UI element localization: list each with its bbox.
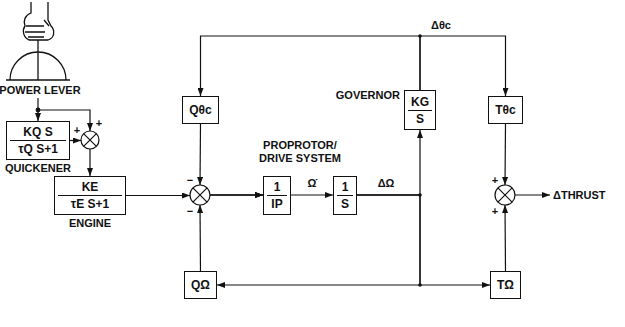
block-text: 1 (274, 180, 281, 194)
block-text: Qθc (189, 103, 212, 117)
junction-cross (193, 188, 207, 202)
transfer-function-box: KQ SτQ S+1QUICKENER (6, 121, 70, 160)
sign-mark: + (74, 124, 80, 137)
signal-connector (200, 195, 263, 271)
signal-line (504, 205, 506, 271)
connector-segment (210, 194, 263, 195)
signal-connector (70, 141, 90, 177)
block-text: KE (82, 180, 99, 194)
branch-dot (418, 283, 422, 287)
output-line (515, 194, 550, 195)
lever-arc (10, 52, 66, 80)
connector-segment (210, 194, 263, 195)
sign-mark: + (492, 205, 498, 218)
block-text: QΩ (191, 278, 210, 292)
output-signal-name: ΔTHRUST (553, 189, 606, 202)
block-name: QUICKENER (5, 162, 71, 174)
branch-dot (418, 34, 422, 38)
hand-outline (23, 2, 53, 40)
connector-segment (126, 195, 190, 196)
signal-connector (217, 195, 420, 285)
connector-segment (89, 149, 90, 176)
sign-mark: + (492, 174, 498, 187)
junction-cross (84, 134, 97, 147)
branch-dot (36, 108, 40, 112)
lever-base (6, 79, 70, 81)
branch-dot (418, 193, 422, 197)
connector-segment (357, 195, 490, 285)
fraction-bar (58, 195, 122, 196)
block-name: ENGINE (69, 217, 111, 229)
junction-cross (498, 188, 512, 202)
integrator-box: 1S (333, 176, 357, 215)
signal-connector (201, 36, 421, 96)
summing-junction (190, 185, 210, 205)
block-text: TΩ (497, 278, 514, 292)
block-text: τE S+1 (71, 197, 109, 211)
signal-name: ΔΩ (378, 177, 395, 190)
sign-mark: + (96, 117, 102, 130)
junction-circle (495, 185, 515, 205)
signal-connector (420, 36, 506, 96)
connector-segment (70, 140, 81, 141)
gain-box: Tθc (488, 96, 523, 124)
junction-circle (190, 185, 210, 205)
block-text: S (341, 197, 349, 211)
gain-box: TΩ (490, 271, 521, 299)
block-group-label: PROPROTOR/ DRIVE SYSTEM (248, 139, 352, 165)
lever-stick (37, 40, 38, 80)
connector-segment (291, 194, 333, 195)
transfer-function-box: 1IP (263, 176, 291, 215)
summing-junction (81, 131, 99, 149)
block-text: Tθc (495, 103, 516, 117)
signal-line (504, 124, 506, 185)
power-lever-figure (6, 2, 70, 80)
block-name: GOVERNOR (336, 89, 400, 101)
gain-box: QΩ (184, 271, 217, 299)
signal-name: Ω̇ (308, 177, 317, 190)
finger-lines (25, 20, 49, 37)
signal-connector (291, 195, 333, 196)
sign-mark: − (187, 174, 193, 187)
block-text: KQ S (23, 125, 52, 139)
junction-circle (81, 131, 99, 149)
block-text: 1 (342, 180, 349, 194)
signal-connector (126, 195, 263, 197)
connector-segment (210, 194, 263, 195)
connector-segment (201, 36, 421, 96)
fraction-bar (10, 140, 66, 141)
fraction-bar (267, 195, 287, 196)
gain-box: Qθc (182, 96, 219, 124)
signal-connector (357, 130, 420, 195)
fraction-bar (337, 195, 353, 196)
block-text: S (416, 112, 424, 126)
block-text: τQ S+1 (18, 142, 58, 156)
transfer-function-box: KGSGOVERNOR (404, 90, 436, 130)
signal-name: Δθc (431, 19, 451, 32)
block-text: IP (271, 197, 282, 211)
signal-connector (200, 124, 263, 195)
fraction-bar (408, 110, 432, 111)
sign-mark: − (187, 205, 193, 218)
connector-segment (199, 205, 201, 271)
connector-segment (420, 36, 506, 96)
transfer-function-box: KEτE S+1ENGINE (54, 176, 126, 215)
block-text: KG (411, 95, 429, 109)
connector-segment (217, 195, 420, 285)
figure-label: POWER LEVER (0, 84, 81, 97)
connector-segment (357, 130, 420, 195)
summing-junction (495, 185, 515, 205)
signal-connector (357, 195, 490, 285)
connector-segment (199, 124, 201, 185)
